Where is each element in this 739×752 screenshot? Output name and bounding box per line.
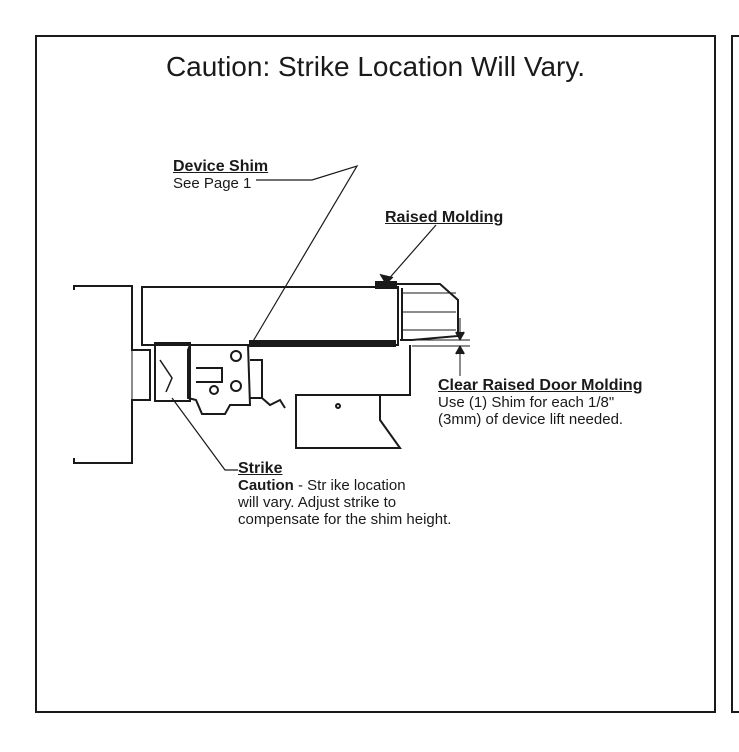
- device-shim-label: Device Shim See Page 1: [173, 158, 268, 192]
- lower-housing: [295, 394, 402, 449]
- device-shim-text: See Page 1: [173, 175, 252, 192]
- instruction-panel: Caution: Strike Location Will Vary.: [35, 35, 716, 713]
- device-shim-heading: Device Shim: [173, 158, 269, 175]
- device-body: [141, 286, 399, 346]
- strike-heading: Strike: [238, 460, 283, 477]
- page-title: Caution: Strike Location Will Vary.: [165, 51, 586, 82]
- door-frame: [73, 285, 151, 464]
- strike-caution: Caution: [238, 477, 294, 494]
- raised-molding: [376, 283, 459, 341]
- device-shim: [249, 340, 396, 347]
- leader-raised-molding: [385, 224, 437, 283]
- raised-molding-heading: Raised Molding: [385, 209, 504, 226]
- leader-device-shim: [251, 164, 359, 344]
- raised-molding-label: Raised Molding: [385, 209, 503, 226]
- clear-raised-line1: Use (1) Shim for each 1/8": [438, 394, 615, 411]
- strike-line2: will vary. Adjust strike to: [238, 494, 397, 511]
- clear-raised-label: Clear Raised Door Molding Use (1) Shim f…: [438, 377, 642, 428]
- strike-line1: - Str ike location: [293, 477, 406, 494]
- strike-block: [154, 342, 191, 402]
- leader-strike: [171, 397, 238, 471]
- clear-raised-heading: Clear Raised Door Molding: [438, 377, 643, 394]
- strike-line3: compensate for the shim height.: [238, 511, 452, 528]
- strike-label: Strike Caution - Str ike location will v…: [238, 460, 451, 528]
- latch-mechanism: [187, 344, 252, 415]
- clear-raised-line2: (3mm) of device lift needed.: [438, 411, 624, 428]
- adjacent-panel-edge: [731, 35, 739, 713]
